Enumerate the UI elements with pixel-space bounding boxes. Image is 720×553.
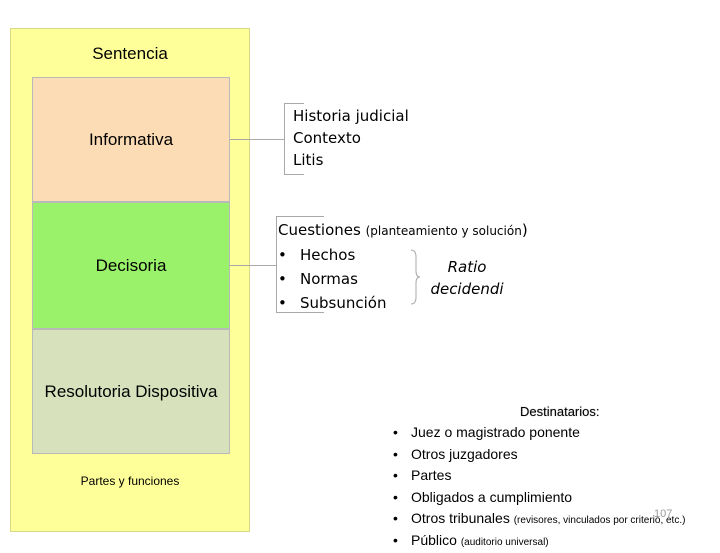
sentence-footer: Partes y funciones	[80, 474, 180, 488]
destinatarios-title: Destinatarios:	[520, 404, 600, 419]
decisoria-connector	[230, 265, 276, 266]
destinatario-item: • Obligados a cumplimiento	[393, 488, 685, 510]
destinatario-item: •Público (auditorio universal)	[393, 531, 685, 553]
destinatario-item: • Otros juzgadores	[393, 445, 685, 467]
destinatario-item: • Partes	[393, 466, 685, 488]
bullet-icon: •	[393, 445, 398, 462]
destinatarios-list: • Juez o magistrado ponente • Otros juzgad…	[393, 423, 685, 553]
decisoria-heading: Cuestiones (planteamiento y solución)	[278, 218, 528, 243]
section-informativa-label: Informativa	[88, 129, 174, 149]
bullet-icon: •	[278, 270, 287, 288]
section-resolutoria-label: Resolutoria Dispositiva	[44, 381, 218, 401]
decisoria-bullet: • Normas	[278, 267, 528, 291]
informativa-bracket	[284, 103, 304, 175]
decisoria-list: Cuestiones (planteamiento y solución) • H…	[278, 218, 528, 315]
bullet-icon: •	[278, 246, 287, 264]
section-informativa: Informativa	[32, 77, 230, 202]
decisoria-heading-main: Cuestiones	[278, 221, 366, 239]
decisoria-bullet-label: Normas	[300, 270, 358, 288]
curly-brace-icon	[410, 249, 420, 305]
destinatario-label: Obligados a cumplimiento	[411, 488, 573, 505]
bullet-icon: •	[278, 294, 287, 312]
destinatario-item: • Juez o magistrado ponente	[393, 423, 685, 445]
decisoria-heading-close: )	[521, 221, 528, 239]
bullet-icon: •	[393, 424, 398, 440]
bullet-icon: •	[393, 488, 398, 505]
destinatario-label: Otros tribunales	[411, 510, 514, 527]
destinatario-label: Otros juzgadores	[411, 445, 518, 462]
page-number: 107	[654, 508, 673, 520]
informativa-connector	[230, 139, 284, 140]
destinatario-item: • Otros tribunales (revisores, vinculados…	[393, 509, 685, 531]
decisoria-bullet-label: Subsunción	[300, 294, 387, 312]
ratio-line: decidendi	[430, 280, 504, 298]
decisoria-bullet: • Hechos	[278, 243, 528, 267]
destinatario-label: Juez o magistrado ponente	[411, 424, 580, 440]
decisoria-heading-note: (planteamiento y solución	[365, 224, 522, 238]
bullet-icon: •	[393, 510, 398, 527]
ratio-decidendi: Ratio decidendi	[424, 256, 510, 300]
informativa-item: Litis	[293, 151, 324, 169]
informativa-item: Historia judicial	[293, 107, 409, 125]
decisoria-bullet-label: Hechos	[300, 246, 356, 264]
decisoria-bracket	[276, 216, 324, 313]
decisoria-bullet: • Subsunción	[278, 291, 528, 315]
ratio-line: Ratio	[447, 258, 487, 276]
destinatario-note: (revisores, vinculados por criterio, etc…	[513, 515, 686, 527]
section-decisoria-label: Decisoria	[95, 255, 167, 275]
bullet-icon: •	[393, 531, 398, 548]
destinatario-label: Partes	[411, 467, 452, 484]
section-resolutoria: Resolutoria Dispositiva	[32, 329, 230, 454]
section-decisoria: Decisoria	[32, 202, 230, 329]
destinatario-note: (auditorio universal)	[460, 536, 549, 548]
sentence-title: Sentencia	[92, 44, 168, 63]
informativa-item: Contexto	[293, 129, 361, 147]
bullet-icon: •	[393, 467, 398, 484]
informativa-list: Historia judicial Contexto Litis	[293, 105, 409, 171]
